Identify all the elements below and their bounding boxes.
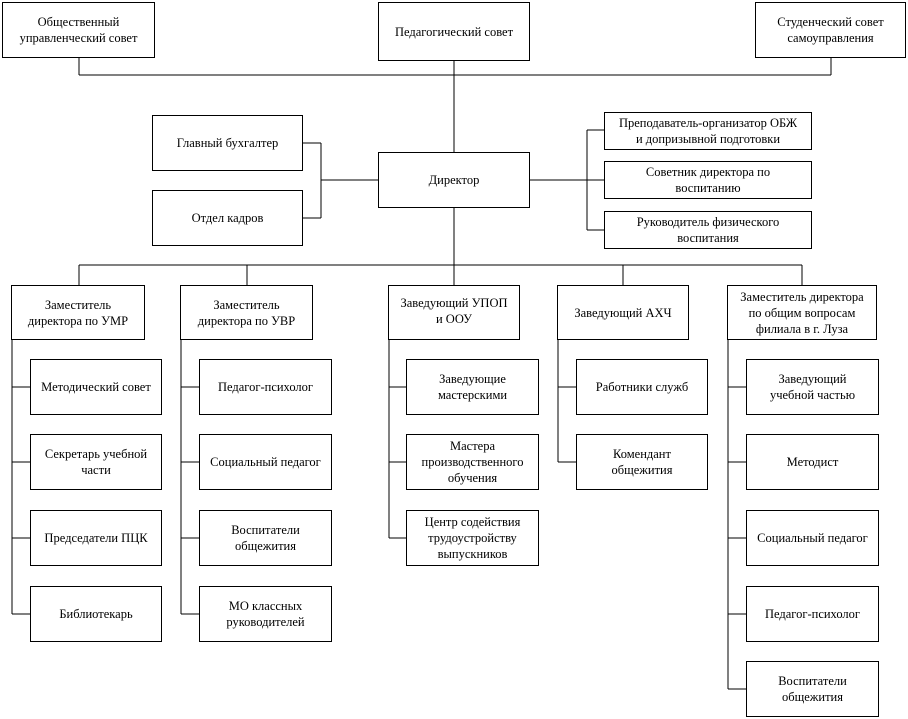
dept-title: Заместитель директора по УМР (27, 297, 129, 328)
child-box: Председатели ПЦК (30, 510, 162, 566)
ped-council-label: Педагогический совет (394, 24, 514, 39)
director-label: Директор (428, 173, 480, 187)
child-label: Методический совет (41, 380, 151, 394)
pe-head-box: Руководитель физического воспитания (604, 211, 812, 249)
child-label: Воспитатели общежития (231, 523, 300, 553)
child-box: Заведующие мастерскими (406, 359, 539, 415)
child-label: Мастера производственного обучения (421, 439, 524, 485)
child-box: Методический совет (30, 359, 162, 415)
child-label: Заведующий учебной частью (769, 372, 856, 402)
child-label: Центр содействия трудоустройству выпускн… (424, 515, 521, 561)
upbringing-advisor-box: Советник директора по воспитанию (604, 161, 812, 199)
child-box: Социальный педагог (746, 510, 879, 566)
hr-dept-label: Отдел кадров (191, 211, 264, 225)
dept-uvr-head: Заместитель директора по УВР (180, 285, 313, 340)
child-label: Педагог-психолог (217, 380, 314, 394)
chief-accountant-box: Главный бухгалтер (152, 115, 303, 171)
ped-council-box: Педагогический совет (378, 2, 530, 61)
child-box: Воспитатели общежития (199, 510, 332, 566)
child-box: Социальный педагог (199, 434, 332, 490)
pe-head-label: Руководитель физического воспитания (636, 215, 780, 245)
child-box: Заведующий учебной частью (746, 359, 879, 415)
child-box: Педагог-психолог (746, 586, 879, 642)
chief-accountant-label: Главный бухгалтер (176, 136, 279, 150)
dept-luza-head: Заместитель директора по общим вопросам … (727, 285, 877, 340)
dept-title: Заместитель директора по УВР (197, 297, 296, 328)
child-box: Воспитатели общежития (746, 661, 879, 717)
child-label: Воспитатели общежития (778, 674, 847, 704)
child-label: Социальный педагог (210, 455, 321, 469)
child-box: Центр содействия трудоустройству выпускн… (406, 510, 539, 566)
child-box: Секретарь учебной части (30, 434, 162, 490)
obzh-teacher-label: Преподаватель-организатор ОБЖ и допризыв… (618, 116, 798, 146)
child-label: Работники служб (595, 380, 689, 394)
dept-title: Заведующий АХЧ (574, 305, 672, 320)
dept-ahch-head: Заведующий АХЧ (557, 285, 689, 340)
director-box: Директор (378, 152, 530, 208)
child-label: Председатели ПЦК (44, 531, 148, 545)
child-box: Методист (746, 434, 879, 490)
child-label: Секретарь учебной части (44, 447, 148, 477)
public-council-label: Общественный управленческий совет (19, 15, 138, 45)
obzh-teacher-box: Преподаватель-организатор ОБЖ и допризыв… (604, 112, 812, 150)
child-box: Мастера производственного обучения (406, 434, 539, 490)
dept-umr-head: Заместитель директора по УМР (11, 285, 145, 340)
upbringing-advisor-label: Советник директора по воспитанию (645, 165, 771, 195)
dept-upop-head: Заведующий УПОП и ООУ (388, 285, 520, 340)
student-council-label: Студенческий совет самоуправления (777, 15, 884, 45)
child-box: МО классных руководителей (199, 586, 332, 642)
public-council-box: Общественный управленческий совет (2, 2, 155, 58)
hr-dept-box: Отдел кадров (152, 190, 303, 246)
child-label: МО классных руководителей (226, 599, 305, 629)
child-box: Работники служб (576, 359, 708, 415)
child-box: Библиотекарь (30, 586, 162, 642)
child-label: Заведующие мастерскими (437, 372, 508, 402)
child-label: Методист (786, 455, 839, 469)
child-label: Педагог-психолог (764, 607, 861, 621)
child-box: Комендант общежития (576, 434, 708, 490)
dept-title: Заместитель директора по общим вопросам … (740, 289, 864, 336)
student-council-box: Студенческий совет самоуправления (755, 2, 906, 58)
child-label: Комендант общежития (611, 447, 673, 477)
child-label: Библиотекарь (59, 607, 133, 621)
child-box: Педагог-психолог (199, 359, 332, 415)
child-label: Социальный педагог (757, 531, 868, 545)
dept-title: Заведующий УПОП и ООУ (400, 296, 508, 326)
